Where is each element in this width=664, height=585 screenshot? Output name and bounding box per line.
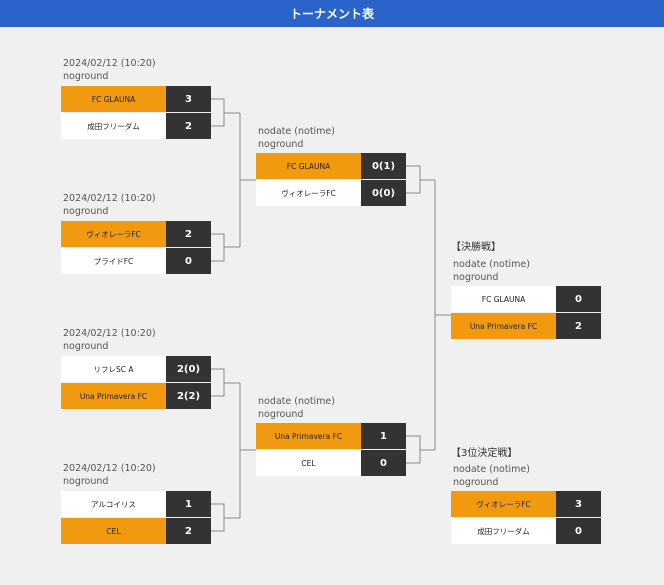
match-date: nodate (notime) [258, 396, 335, 407]
team-score: 1 [361, 423, 406, 449]
match-date: nodate (notime) [453, 259, 530, 270]
team-score: 2 [166, 221, 211, 247]
team-score: 2 [556, 313, 601, 339]
team-score: 0 [556, 286, 601, 312]
match-date: 2024/02/12 (10:20) [63, 463, 156, 474]
team-score: 1 [166, 491, 211, 517]
match-info: nodate (notime) noground [258, 125, 335, 151]
team-score: 0(1) [361, 153, 406, 179]
third-place-label: 【3位決定戦】 [451, 448, 518, 459]
match-row: Una Primavera FC 2 [451, 313, 601, 339]
team-score: 0(0) [361, 180, 406, 206]
match-venue: noground [258, 139, 304, 150]
team-score: 3 [556, 491, 601, 517]
page-header: トーナメント表 [0, 0, 664, 27]
team-name[interactable]: 成田フリーダム [451, 518, 556, 544]
match-date: 2024/02/12 (10:20) [63, 58, 156, 69]
match-row: FC GLAUNA 3 [61, 86, 211, 112]
page-title: トーナメント表 [289, 7, 374, 21]
team-score: 2(2) [166, 383, 211, 409]
match-venue: noground [63, 206, 109, 217]
team-score: 3 [166, 86, 211, 112]
team-name[interactable]: CEL [256, 450, 361, 476]
match-row: CEL 2 [61, 518, 211, 544]
team-name[interactable]: プライドFC [61, 248, 166, 274]
match-row: リフレSC A 2(0) [61, 356, 211, 382]
team-score: 2(0) [166, 356, 211, 382]
team-name[interactable]: Una Primavera FC [61, 383, 166, 409]
match-info: nodate (notime) noground [258, 395, 335, 421]
match-row: アルコイリス 1 [61, 491, 211, 517]
match-date: 2024/02/12 (10:20) [63, 193, 156, 204]
match-r1-2[interactable]: ヴィオレーラFC 2 プライドFC 0 [61, 221, 211, 274]
match-final[interactable]: FC GLAUNA 0 Una Primavera FC 2 [451, 286, 601, 339]
match-third-place[interactable]: ヴィオレーラFC 3 成田フリーダム 0 [451, 491, 601, 544]
team-score: 0 [361, 450, 406, 476]
team-score: 0 [556, 518, 601, 544]
match-r1-4[interactable]: アルコイリス 1 CEL 2 [61, 491, 211, 544]
match-row: CEL 0 [256, 450, 406, 476]
match-row: Una Primavera FC 1 [256, 423, 406, 449]
team-name[interactable]: FC GLAUNA [61, 86, 166, 112]
match-venue: noground [63, 476, 109, 487]
match-info: 2024/02/12 (10:20) noground [63, 327, 156, 353]
match-row: 成田フリーダム 2 [61, 113, 211, 139]
match-venue: noground [258, 409, 304, 420]
team-score: 2 [166, 518, 211, 544]
match-r1-3[interactable]: リフレSC A 2(0) Una Primavera FC 2(2) [61, 356, 211, 409]
match-row: Una Primavera FC 2(2) [61, 383, 211, 409]
match-date: nodate (notime) [258, 126, 335, 137]
match-venue: noground [63, 341, 109, 352]
team-name[interactable]: リフレSC A [61, 356, 166, 382]
team-name[interactable]: CEL [61, 518, 166, 544]
team-name[interactable]: 成田フリーダム [61, 113, 166, 139]
match-venue: noground [453, 272, 499, 283]
team-score: 0 [166, 248, 211, 274]
team-name[interactable]: ヴィオレーラFC [451, 491, 556, 517]
match-r2-1[interactable]: FC GLAUNA 0(1) ヴィオレーラFC 0(0) [256, 153, 406, 206]
team-score: 2 [166, 113, 211, 139]
match-row: ヴィオレーラFC 3 [451, 491, 601, 517]
team-name[interactable]: ヴィオレーラFC [61, 221, 166, 247]
match-row: FC GLAUNA 0 [451, 286, 601, 312]
match-row: ヴィオレーラFC 0(0) [256, 180, 406, 206]
match-r1-1[interactable]: FC GLAUNA 3 成田フリーダム 2 [61, 86, 211, 139]
final-label: 【決勝戦】 [451, 242, 501, 253]
match-info: nodate (notime) noground [453, 463, 530, 489]
match-r2-2[interactable]: Una Primavera FC 1 CEL 0 [256, 423, 406, 476]
match-date: nodate (notime) [453, 464, 530, 475]
team-name[interactable]: アルコイリス [61, 491, 166, 517]
match-info: nodate (notime) noground [453, 258, 530, 284]
match-venue: noground [453, 477, 499, 488]
team-name[interactable]: FC GLAUNA [256, 153, 361, 179]
match-row: ヴィオレーラFC 2 [61, 221, 211, 247]
match-info: 2024/02/12 (10:20) noground [63, 57, 156, 83]
match-row: FC GLAUNA 0(1) [256, 153, 406, 179]
team-name[interactable]: FC GLAUNA [451, 286, 556, 312]
match-row: 成田フリーダム 0 [451, 518, 601, 544]
match-row: プライドFC 0 [61, 248, 211, 274]
team-name[interactable]: Una Primavera FC [256, 423, 361, 449]
match-date: 2024/02/12 (10:20) [63, 328, 156, 339]
match-info: 2024/02/12 (10:20) noground [63, 462, 156, 488]
team-name[interactable]: Una Primavera FC [451, 313, 556, 339]
match-info: 2024/02/12 (10:20) noground [63, 192, 156, 218]
team-name[interactable]: ヴィオレーラFC [256, 180, 361, 206]
match-venue: noground [63, 71, 109, 82]
